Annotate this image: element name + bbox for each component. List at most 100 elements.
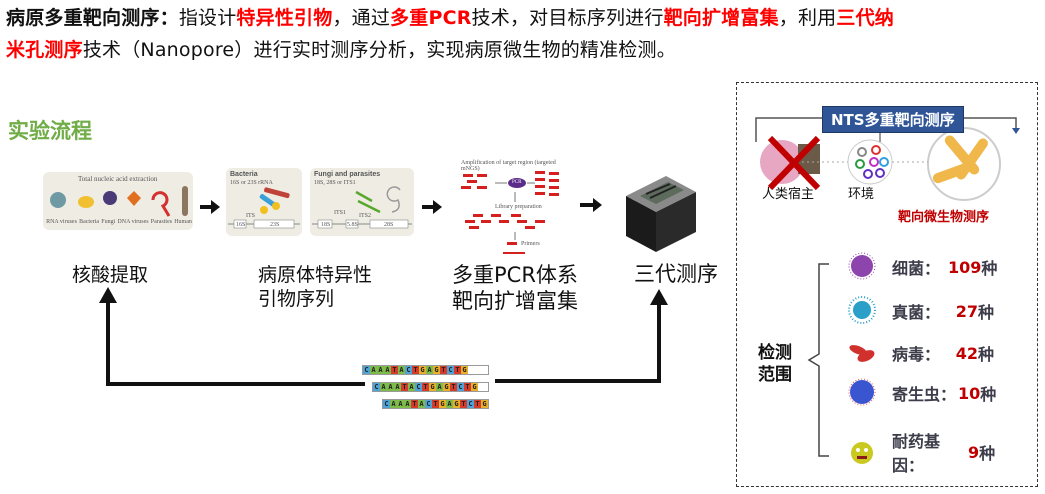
- item-unit: 种: [978, 345, 995, 364]
- parasite-icon: [151, 191, 171, 217]
- dna-base: A: [404, 400, 411, 408]
- item-unit: 种: [978, 303, 995, 322]
- item-name: 细菌：: [892, 259, 941, 278]
- dna-base: G: [429, 383, 436, 391]
- item-name: 耐药基因：: [892, 432, 941, 475]
- fungi-title: Fungi and parasites: [314, 171, 381, 178]
- intro-segment: 病原多重靶向测序：: [6, 7, 179, 29]
- dna-base: C: [457, 383, 464, 391]
- dna-base: A: [436, 383, 443, 391]
- intro-segment: 技术（Nanopore）进行实时测序分析，实现病原微生物的精准检测。: [82, 39, 676, 61]
- bacteria-subtitle: 16S or 23S rRNA: [230, 180, 273, 186]
- loop-arrows: [99, 287, 668, 386]
- dna-base: T: [464, 383, 471, 391]
- dna-base: A: [377, 366, 384, 374]
- range-brace: [807, 263, 829, 457]
- dna-base: A: [397, 400, 404, 408]
- amplicon-marks: [461, 171, 559, 245]
- item-count: 27: [955, 301, 978, 321]
- dna-base: T: [454, 366, 461, 374]
- human-tissue-icon: [760, 140, 804, 184]
- bacteria-icon: [78, 196, 94, 208]
- intro-segment: 多重PCR: [390, 7, 472, 29]
- intro-segment: 靶向扩增富集: [663, 7, 779, 29]
- flow-arrow: [580, 198, 602, 212]
- human-icon: [182, 186, 188, 216]
- step-label-sequencing: 三代测序: [634, 262, 718, 286]
- flow-arrow: [422, 200, 442, 214]
- dna-base: T: [460, 400, 467, 408]
- fungi-icon: [103, 191, 117, 205]
- resistance-gene-icon: [851, 442, 873, 464]
- dna-base: G: [461, 366, 468, 374]
- dna-base: G: [439, 400, 446, 408]
- dna-base: T: [474, 400, 481, 408]
- extraction-panel: Total nucleic acid extraction RNA viruse…: [43, 172, 193, 230]
- intro-segment: 特异性引物: [236, 7, 333, 29]
- dna-base: A: [370, 366, 377, 374]
- nanopore-sequencer-image: [626, 176, 696, 252]
- fungal-hypha-icon: [357, 199, 381, 214]
- worm-parasite-icon: [386, 186, 401, 213]
- bacteria-icon: [848, 252, 876, 280]
- parasite-icon: [848, 378, 876, 406]
- intro-segment: 指设计: [178, 7, 237, 29]
- dna-base: A: [380, 383, 387, 391]
- item-name: 真菌：: [892, 303, 941, 322]
- dna-virus-icon: [127, 191, 141, 206]
- fungus-icon: [848, 296, 876, 324]
- host-label: 人类宿主: [762, 187, 815, 202]
- extraction-item: RNA viruses: [46, 219, 77, 225]
- environment-label: 环境: [848, 187, 875, 202]
- dna-base: T: [412, 366, 419, 374]
- dna-base: A: [390, 400, 397, 408]
- step-label-pcr: 多重PCR体系 靶向扩增富集: [452, 263, 578, 313]
- dna-base: G: [481, 400, 488, 408]
- dna-base: A: [387, 383, 394, 391]
- dna-base: C: [415, 383, 422, 391]
- extraction-item: Fungi: [101, 219, 116, 225]
- dna-base: G: [419, 366, 426, 374]
- detection-panel: [736, 82, 1038, 487]
- environment-icon: [857, 147, 867, 157]
- arrow-up-icon: [650, 289, 668, 305]
- fungal-hypha-icon: [355, 190, 373, 203]
- pcr-node: [508, 178, 526, 188]
- arrow-up-icon: [99, 287, 117, 303]
- extraction-title: Total nucleic acid extraction: [78, 175, 158, 183]
- item-name: 病毒：: [892, 345, 941, 364]
- dna-base: G: [443, 383, 450, 391]
- item-count: 9: [968, 442, 980, 462]
- dna-base: T: [401, 383, 408, 391]
- intro-segment: ，通过: [332, 7, 391, 29]
- rod-bacterium-icon: [264, 187, 290, 199]
- forward-arrow-line: [495, 301, 661, 383]
- virus-icon: [849, 345, 875, 362]
- gene-5-8s: [345, 219, 359, 229]
- pcr-title: Amplification of target region (targeted…: [461, 160, 556, 172]
- step-label-extraction: 核酸提取: [72, 264, 149, 286]
- fungi-panel: Fungi and parasites 18S, 28S or ITS1 ITS…: [310, 168, 414, 236]
- nts-diagram: [755, 117, 1020, 201]
- intro-segment: 三代纳: [836, 7, 894, 29]
- intro-segment: ，利用: [778, 7, 837, 29]
- dna-base: C: [383, 400, 390, 408]
- dna-base: C: [467, 400, 474, 408]
- intro-segment: 技术，对目标序列进行: [471, 7, 664, 29]
- dna-base: T: [432, 400, 439, 408]
- dna-base: A: [418, 400, 425, 408]
- extraction-item: Human: [174, 219, 192, 225]
- dna-base: C: [447, 366, 454, 374]
- dna-base: A: [394, 383, 401, 391]
- rna-virus-icon: [50, 192, 66, 208]
- dna-base: A: [426, 366, 433, 374]
- gene-18s: [317, 219, 333, 229]
